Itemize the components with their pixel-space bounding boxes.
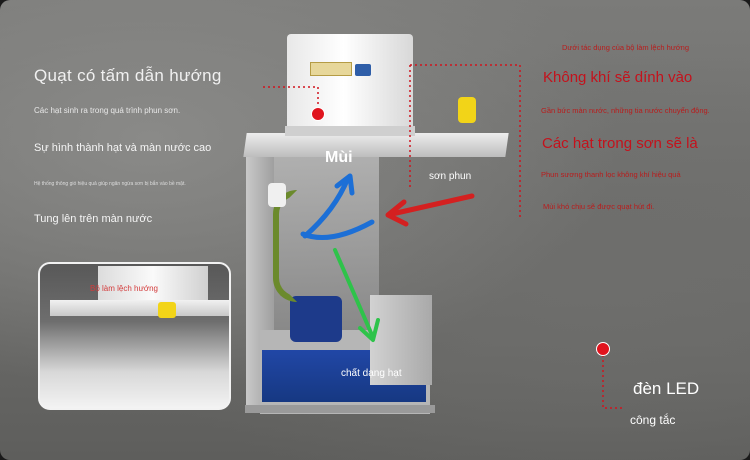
right-line-3: Gần bức màn nước, những tia nước chuyển … [541,106,710,115]
inset-nozzle [158,302,176,318]
right-line-5: Phun sương thanh lọc không khí hiệu quả [541,170,681,179]
deflector-inset: Bộ làm lệch hướng [38,262,231,410]
leader-led [602,350,622,409]
water-pump [290,296,342,342]
inset-fan [98,266,208,300]
fan-sticker [310,62,352,76]
fan-base [285,126,415,136]
right-line-2: Không khí sẽ dính vào [543,69,693,86]
label-led-light: đèn LED [633,379,700,398]
marker-dot-led [596,342,610,356]
red-arrow [385,193,475,227]
label-switch: công tắc [630,413,676,427]
right-line-1: Dưới tác dụng của bộ làm lệch hướng [562,43,690,52]
tray-front-panel [370,295,432,385]
leader-fan [263,86,319,112]
label-odor: Mùi [325,149,353,166]
leader-right-top [410,64,521,220]
left-line-4: Tung lên trên màn nước [34,213,153,225]
inset-deflector-plate [50,300,229,316]
label-particulate: chất dạng hạt [341,368,402,379]
base-rail [245,405,435,413]
dotted-leaders [263,64,622,409]
right-line-6: Mùi khó chịu sẽ được quạt hút đi. [543,202,655,211]
label-spray-paint: sơn phun [429,171,472,182]
white-pipe [268,183,286,207]
left-line-2: Sự hình thành hạt và màn nước cao [34,142,212,154]
left-line-3: Hệ thống thông gió hiệu quả giúp ngăn ng… [34,181,186,187]
spray-nozzle [458,97,476,123]
green-arrow [333,248,380,342]
left-line-1: Các hạt sinh ra trong quá trình phun sơn… [34,106,181,115]
exhaust-fan [287,34,413,130]
marker-dot-fan [311,107,325,121]
fan-logo [355,64,371,76]
blue-arrow [300,173,375,241]
right-line-4: Các hạt trong sơn sẽ là [542,135,698,152]
inset-label: Bộ làm lệch hướng [90,284,158,293]
left-title: Quạt có tấm dẫn hướng [34,66,222,85]
